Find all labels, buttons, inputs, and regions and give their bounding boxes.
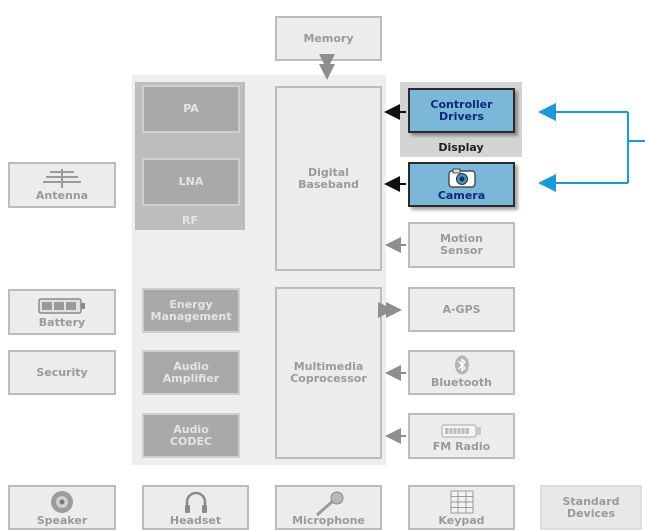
battery-box: Battery	[8, 289, 116, 335]
standard-line1: Standard	[562, 494, 620, 508]
controller-line1: Controller	[430, 97, 493, 111]
display-label: Display	[438, 141, 484, 154]
energy-line2: Management	[150, 309, 232, 323]
keypad-box: Keypad	[408, 485, 515, 530]
security-label: Security	[36, 365, 88, 379]
antenna-icon	[42, 167, 82, 189]
keypad-label: Keypad	[438, 514, 485, 527]
pa-label: PA	[183, 102, 199, 115]
callout-bracket	[538, 103, 645, 192]
fm-radio-box: FM Radio	[408, 413, 515, 459]
multimedia-coprocessor-box: Multimedia Coprocessor	[275, 287, 382, 459]
agps-label: A-GPS	[442, 302, 481, 316]
memory-box: Memory	[275, 16, 382, 61]
security-box: Security	[8, 350, 116, 395]
energy-management-box: Energy Management	[142, 288, 240, 333]
memory-label: Memory	[303, 31, 354, 45]
audio-amplifier-box: Audio Amplifier	[142, 350, 240, 395]
antenna-box: Antenna	[8, 162, 116, 208]
pa-box: PA	[142, 85, 240, 133]
audio-codec-line2: CODEC	[169, 434, 213, 448]
standard-line2: Devices	[566, 506, 616, 520]
digital-baseband-line1: Digital	[308, 165, 349, 179]
audio-codec-line1: Audio	[173, 422, 209, 436]
keypad-icon	[450, 490, 474, 514]
bluetooth-label: Bluetooth	[431, 376, 492, 389]
microphone-box: Microphone	[275, 485, 382, 530]
standard-devices-box: Standard Devices	[540, 485, 642, 530]
motion-line2: Sensor	[440, 244, 483, 257]
multimedia-line1: Multimedia	[293, 360, 364, 373]
headset-label: Headset	[169, 514, 222, 527]
radio-icon	[441, 424, 483, 438]
multimedia-line2: Coprocessor	[290, 372, 367, 385]
camera-box: Camera	[408, 162, 515, 207]
lna-label: LNA	[178, 175, 204, 188]
headset-icon	[183, 490, 209, 514]
digital-baseband-box: Digital Baseband	[275, 86, 382, 271]
lna-box: LNA	[142, 158, 240, 206]
bluetooth-box: Bluetooth	[408, 350, 515, 395]
camera-icon	[447, 168, 477, 188]
microphone-label: Microphone	[292, 514, 365, 527]
controller-line2: Drivers	[439, 109, 484, 123]
speaker-label: Speaker	[36, 514, 88, 527]
fm-radio-label: FM Radio	[432, 440, 491, 453]
antenna-label: Antenna	[35, 189, 89, 202]
audio-amp-line2: Amplifier	[162, 371, 220, 385]
audio-codec-box: Audio CODEC	[142, 413, 240, 458]
energy-line1: Energy	[169, 297, 213, 311]
controller-drivers-box: Controller Drivers	[408, 88, 515, 133]
headset-box: Headset	[142, 485, 249, 530]
speaker-icon	[50, 490, 74, 514]
battery-icon	[38, 297, 86, 315]
rf-label: RF	[182, 214, 198, 227]
motion-sensor-box: Motion Sensor	[408, 222, 515, 268]
camera-label: Camera	[437, 189, 486, 202]
speaker-box: Speaker	[8, 485, 116, 530]
motion-line1: Motion	[440, 232, 483, 245]
battery-label: Battery	[38, 316, 86, 329]
bluetooth-icon	[454, 355, 470, 375]
agps-box: A-GPS	[408, 287, 515, 332]
audio-amp-line1: Audio	[173, 359, 209, 373]
digital-baseband-line2: Baseband	[298, 177, 359, 191]
microphone-icon	[312, 491, 346, 517]
